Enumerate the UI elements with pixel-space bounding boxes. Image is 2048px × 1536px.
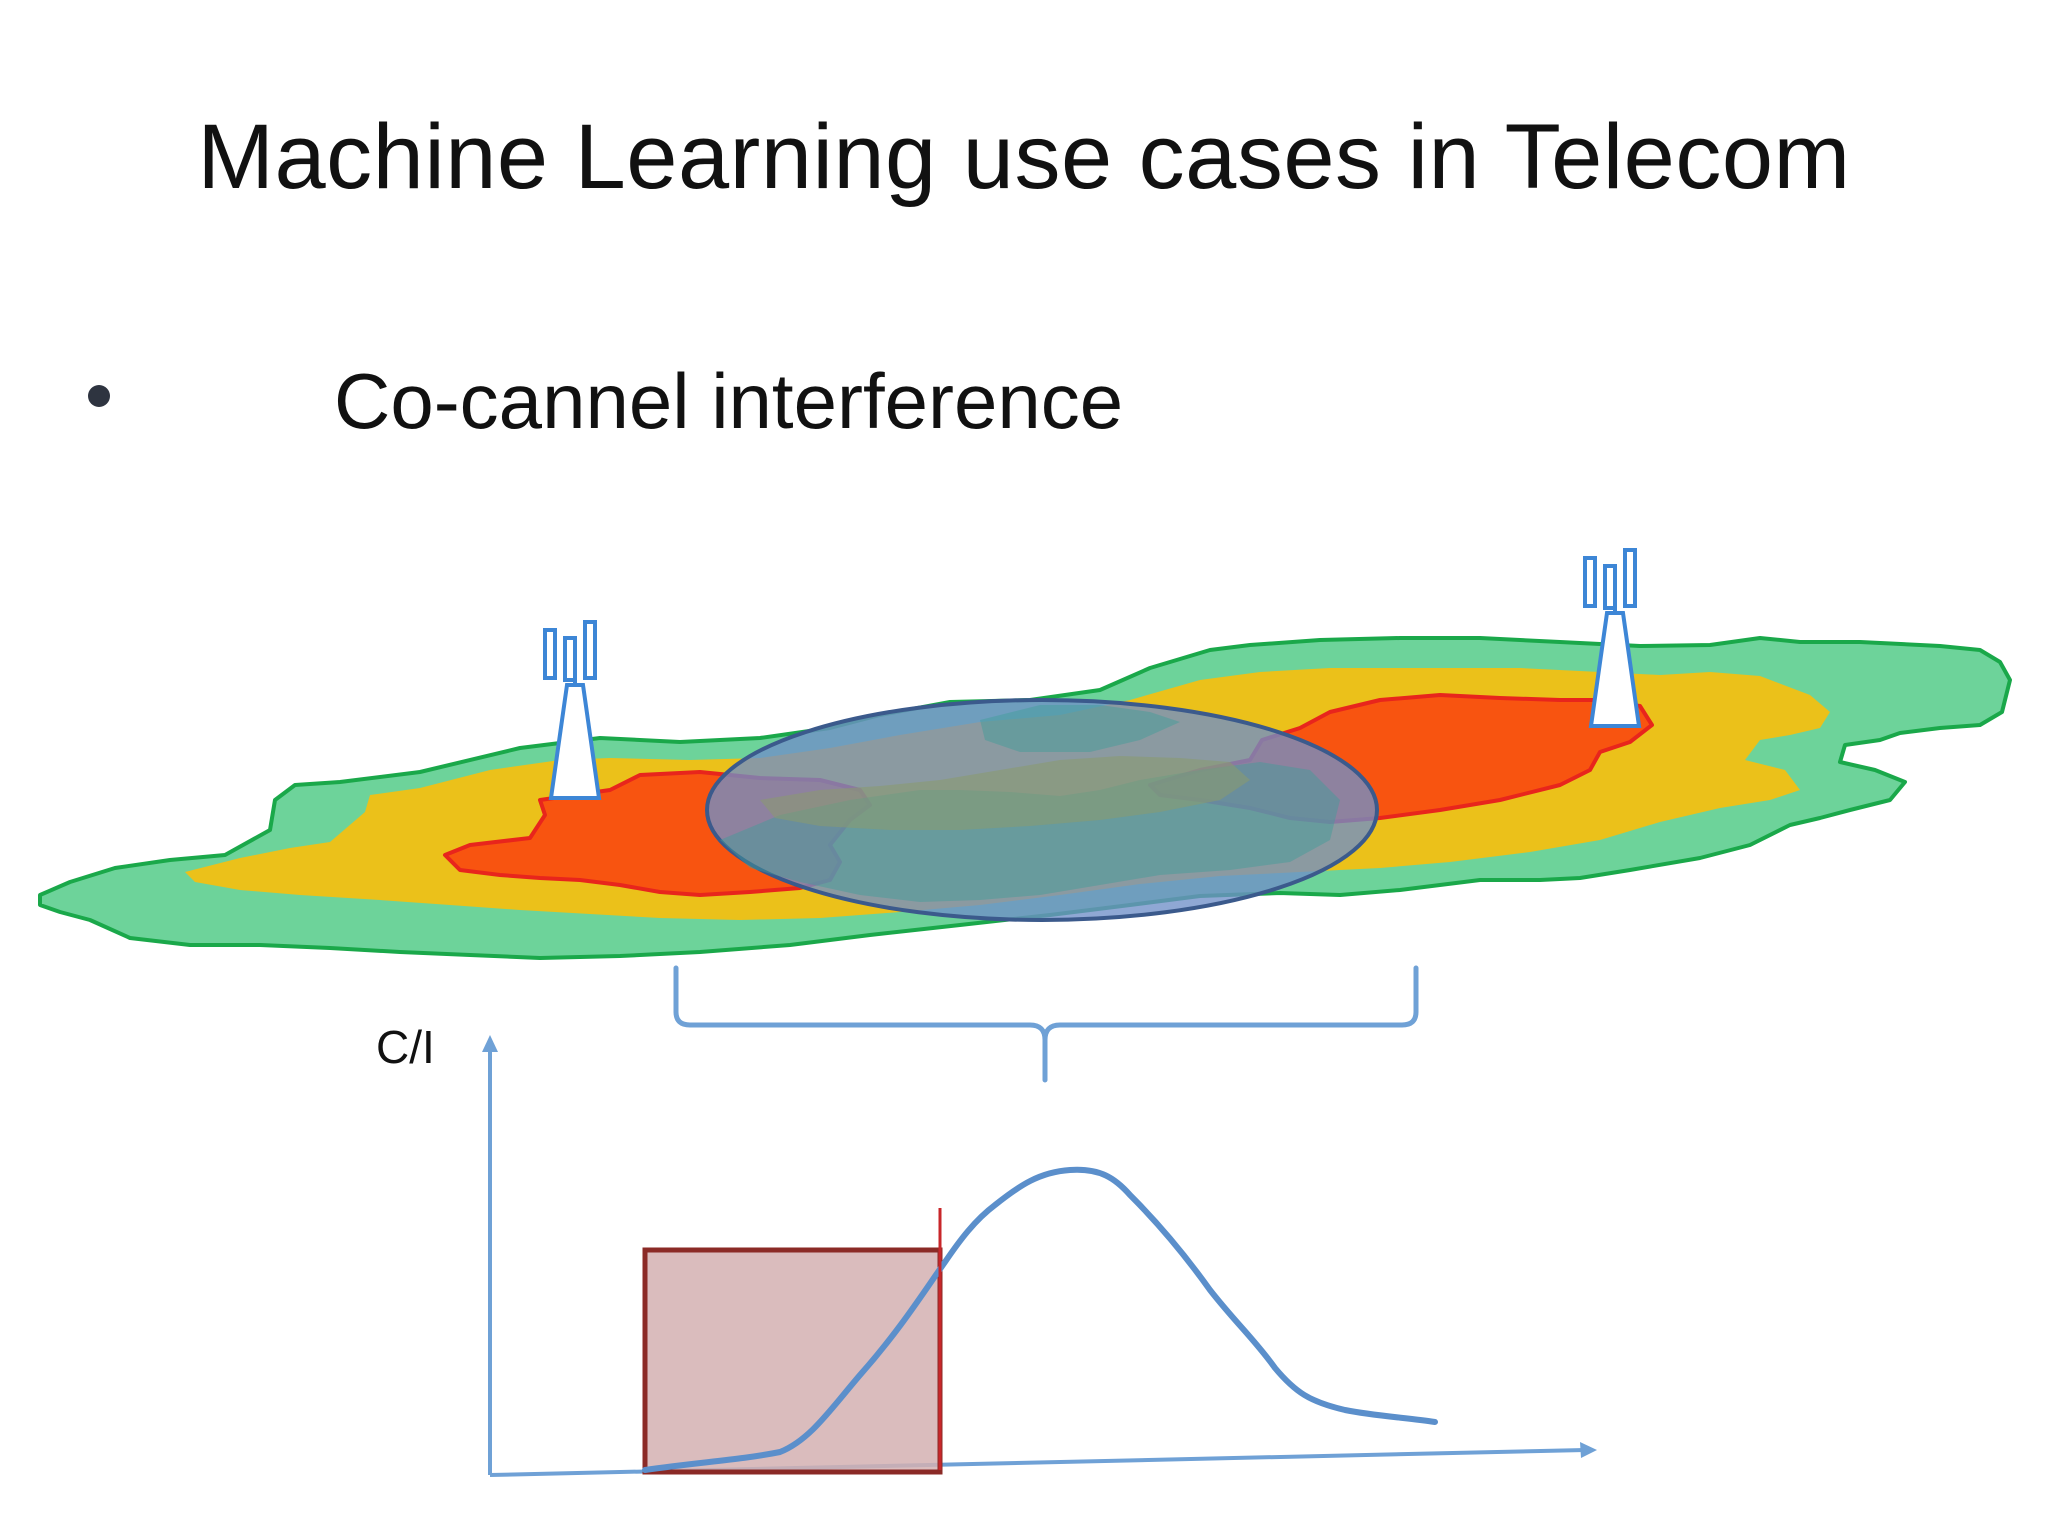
y-axis-arrowhead xyxy=(482,1035,498,1052)
overlap-blend-top xyxy=(980,705,1180,752)
region-brace xyxy=(673,965,1419,1083)
slide-title: Machine Learning use cases in Telecom xyxy=(197,106,1851,208)
cell-tower-icon xyxy=(543,620,602,800)
bullet-dot xyxy=(88,385,110,407)
y-axis-label: C/I xyxy=(376,1021,435,1073)
bullet-text: Co-cannel interference xyxy=(334,357,1124,445)
overlap-blend-olive xyxy=(760,756,1250,830)
x-axis-arrowhead xyxy=(1580,1442,1597,1458)
threshold-region-box xyxy=(642,1247,943,1475)
cell-tower-icon xyxy=(1583,548,1642,728)
distribution-curve xyxy=(642,1166,1438,1473)
